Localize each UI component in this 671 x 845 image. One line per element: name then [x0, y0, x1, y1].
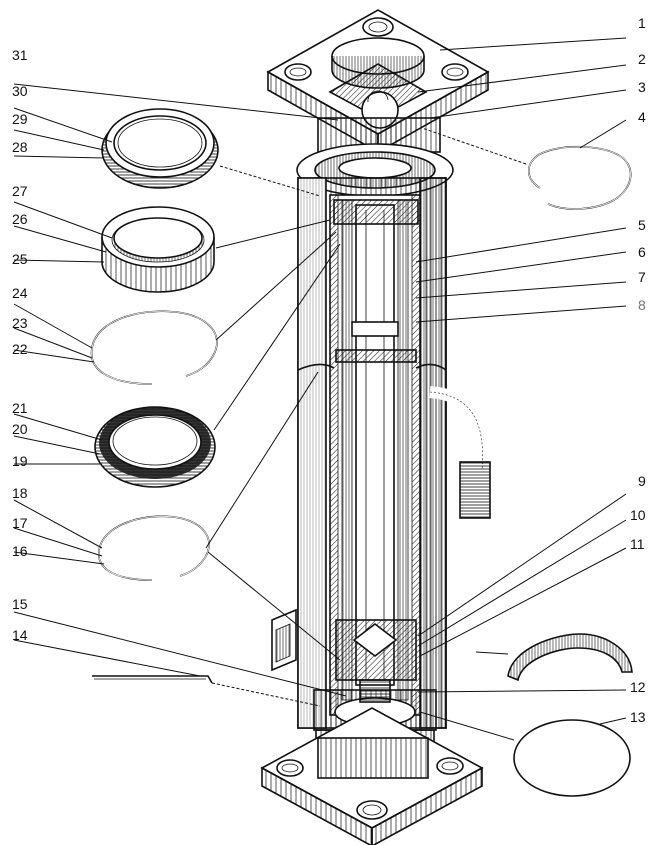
callout-31: 31: [12, 47, 28, 63]
callout-12: 12: [630, 679, 646, 695]
callout-6: 6: [638, 244, 646, 260]
snap-ring-4: [527, 145, 632, 210]
guide-bush-25-27: [101, 206, 215, 293]
callout-8: 8: [638, 297, 646, 313]
callout-18: 18: [12, 485, 28, 501]
callout-1: 1: [638, 15, 646, 31]
callout-4: 4: [638, 109, 646, 125]
callout-5: 5: [638, 217, 646, 233]
seal-ring-19-21: [94, 406, 216, 488]
callout-28: 28: [12, 139, 28, 155]
callout-17: 17: [12, 515, 28, 531]
callout-9: 9: [638, 473, 646, 489]
callout-10: 10: [630, 507, 646, 523]
callout-26: 26: [12, 211, 28, 227]
callout-19: 19: [12, 453, 28, 469]
piston-rod: [355, 204, 395, 686]
pin-14: [92, 675, 213, 684]
leader-lines: [13, 37, 627, 741]
hose-fitting: [429, 386, 491, 519]
callout-22: 22: [12, 341, 28, 357]
callout-20: 20: [12, 421, 28, 437]
callout-25: 25: [12, 251, 28, 267]
half-ring-12: [507, 633, 633, 682]
callout-labels: 1 2 3 4 5 6 7 8 9 10 11 12 13 14 15 16 1…: [12, 15, 646, 725]
seal-ring-28-30: [101, 108, 219, 189]
callout-24: 24: [12, 285, 28, 301]
callout-27: 27: [12, 183, 28, 199]
callout-23: 23: [12, 315, 28, 331]
mounting-bracket: [271, 608, 297, 672]
main-cylinder-assembly: [260, 9, 491, 845]
callout-11: 11: [630, 536, 645, 552]
callout-13: 13: [630, 709, 646, 725]
callout-21: 21: [12, 400, 28, 416]
callout-29: 29: [12, 111, 28, 127]
callout-15: 15: [12, 596, 28, 612]
snap-ring-22-24: [90, 310, 218, 385]
o-ring-13: [513, 719, 631, 797]
bottom-flange: [260, 707, 484, 845]
callout-30: 30: [12, 83, 28, 99]
callout-16: 16: [12, 543, 28, 559]
snap-ring-16-18: [98, 515, 210, 581]
callout-7: 7: [638, 269, 646, 285]
callout-2: 2: [638, 51, 646, 67]
callout-3: 3: [638, 79, 646, 95]
callout-14: 14: [12, 627, 28, 643]
